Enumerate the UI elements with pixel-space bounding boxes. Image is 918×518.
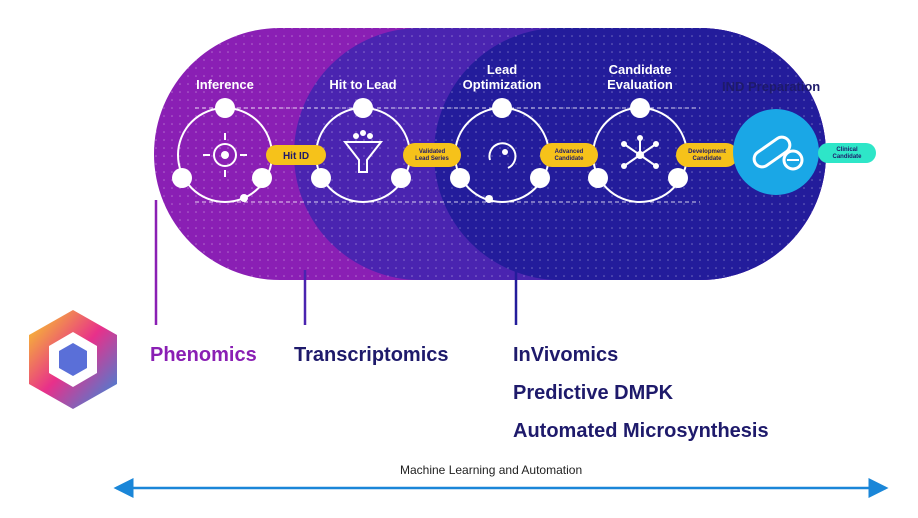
milestone-hit-id <box>266 145 326 165</box>
refresh-icon <box>488 142 517 169</box>
stage-label-ind-preparation: IND Preparation <box>722 79 821 94</box>
tech-phenomics: Phenomics <box>150 344 257 366</box>
stage-label-lead-optimization: Lead Optimization <box>462 62 542 92</box>
milestone-hit-id-label: Hit ID <box>283 151 309 162</box>
milestone-clinical-candidate <box>818 143 876 163</box>
tech-predictive-dmpk: Predictive DMPK <box>513 382 674 404</box>
tech-automated-microsynthesis: Automated Microsynthesis <box>513 420 769 442</box>
ind-preparation-circle <box>733 109 819 195</box>
pill-icon <box>752 135 804 171</box>
company-logo <box>29 310 117 409</box>
milestone-advanced-candidate <box>540 143 598 167</box>
stage-label-candidate-evaluation: Candidate Evaluation <box>607 62 673 92</box>
tech-invivomics: InVivomics <box>513 344 619 366</box>
funnel-icon <box>342 141 384 173</box>
inference-gear-icon <box>213 143 237 167</box>
stage-label-inference: Inference <box>196 77 254 92</box>
milestone-development-candidate <box>676 143 738 167</box>
axis-label: Machine Learning and Automation <box>400 463 583 477</box>
tech-transcriptomics: Transcriptomics <box>294 344 449 366</box>
inference-cycle <box>172 98 273 203</box>
stage-label-hit-to-lead: Hit to Lead <box>329 77 397 92</box>
milestone-validated-lead-series <box>403 143 461 167</box>
